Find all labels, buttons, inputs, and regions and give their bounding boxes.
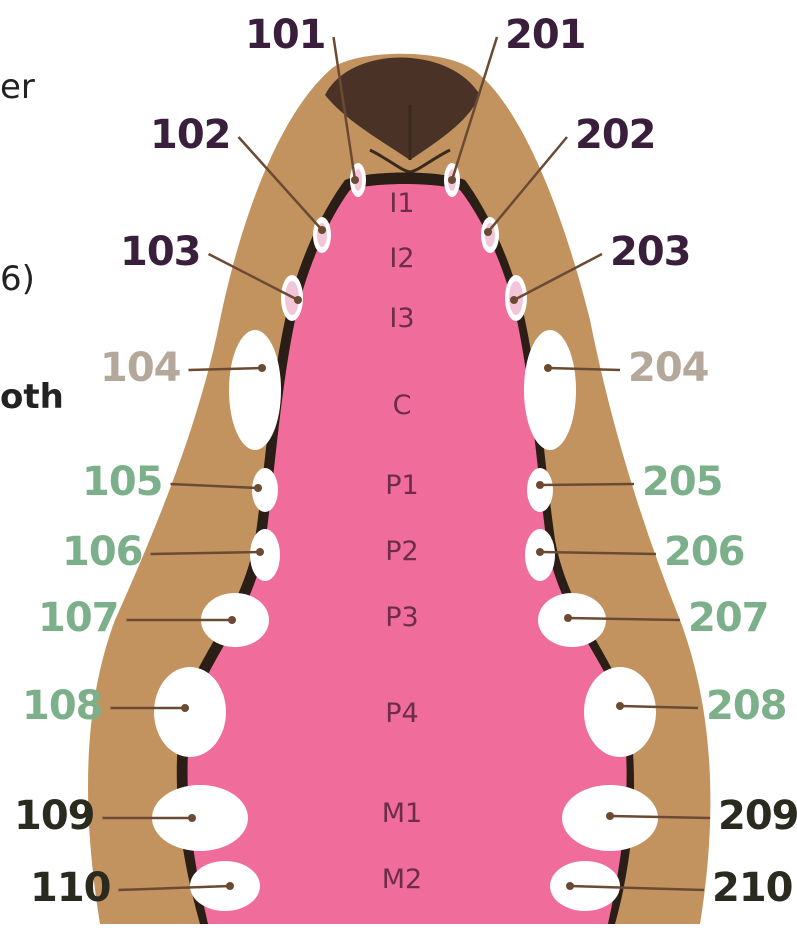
- tooth-type-i1: I1: [362, 190, 442, 217]
- leader-dot-106: [256, 548, 264, 556]
- tooth-number-210: 210: [712, 868, 793, 908]
- tooth-205: [527, 468, 553, 512]
- tooth-number-206: 206: [664, 532, 745, 572]
- leader-line-205: [540, 484, 634, 485]
- margin-text-fragment-2: 6): [0, 262, 35, 296]
- margin-text-fragment-3: oth: [0, 380, 64, 414]
- tooth-type-i3: I3: [362, 305, 442, 332]
- tooth-number-202: 202: [575, 115, 656, 155]
- tooth-number-207: 207: [688, 598, 769, 638]
- leader-dot-102: [318, 226, 326, 234]
- leader-dot-207: [564, 614, 572, 622]
- leader-dot-201: [448, 176, 456, 184]
- tooth-106: [250, 529, 280, 581]
- margin-text-fragment-1: er: [0, 70, 35, 104]
- leader-dot-203: [510, 296, 518, 304]
- leader-dot-103: [294, 296, 302, 304]
- tooth-type-p3: P3: [362, 604, 442, 631]
- tooth-number-106: 106: [62, 532, 143, 572]
- tooth-number-102: 102: [150, 115, 231, 155]
- tooth-number-209: 209: [718, 796, 797, 836]
- tooth-number-101: 101: [245, 15, 326, 55]
- tooth-number-104: 104: [100, 348, 181, 388]
- tooth-number-201: 201: [505, 15, 586, 55]
- tooth-208: [584, 667, 656, 757]
- leader-dot-205: [536, 481, 544, 489]
- leader-dot-202: [484, 228, 492, 236]
- tooth-number-204: 204: [628, 348, 709, 388]
- tooth-108: [154, 667, 226, 757]
- leader-dot-104: [258, 364, 266, 372]
- tooth-type-m2: M2: [362, 866, 442, 893]
- tooth-number-105: 105: [82, 462, 163, 502]
- leader-dot-105: [254, 484, 262, 492]
- leader-dot-101: [351, 176, 359, 184]
- tooth-type-c: C: [362, 392, 442, 419]
- tooth-204: [524, 330, 576, 450]
- leader-dot-108: [181, 704, 189, 712]
- leader-dot-110: [226, 882, 234, 890]
- leader-dot-107: [228, 616, 236, 624]
- tooth-type-p4: P4: [362, 700, 442, 727]
- tooth-type-p1: P1: [362, 472, 442, 499]
- leader-dot-204: [544, 364, 552, 372]
- tooth-number-110: 110: [30, 868, 111, 908]
- tooth-number-108: 108: [22, 686, 103, 726]
- tooth-number-208: 208: [706, 686, 787, 726]
- tooth-number-109: 109: [14, 796, 95, 836]
- tooth-number-203: 203: [610, 232, 691, 272]
- tooth-number-205: 205: [642, 462, 723, 502]
- tooth-104: [229, 330, 281, 450]
- tooth-207: [538, 593, 606, 647]
- leader-dot-209: [606, 812, 614, 820]
- leader-dot-208: [616, 702, 624, 710]
- tooth-number-107: 107: [38, 598, 119, 638]
- tooth-type-p2: P2: [362, 538, 442, 565]
- tooth-number-103: 103: [120, 232, 201, 272]
- leader-dot-206: [536, 548, 544, 556]
- leader-dot-109: [188, 814, 196, 822]
- tooth-type-m1: M1: [362, 800, 442, 827]
- tooth-type-i2: I2: [362, 245, 442, 272]
- leader-dot-210: [566, 882, 574, 890]
